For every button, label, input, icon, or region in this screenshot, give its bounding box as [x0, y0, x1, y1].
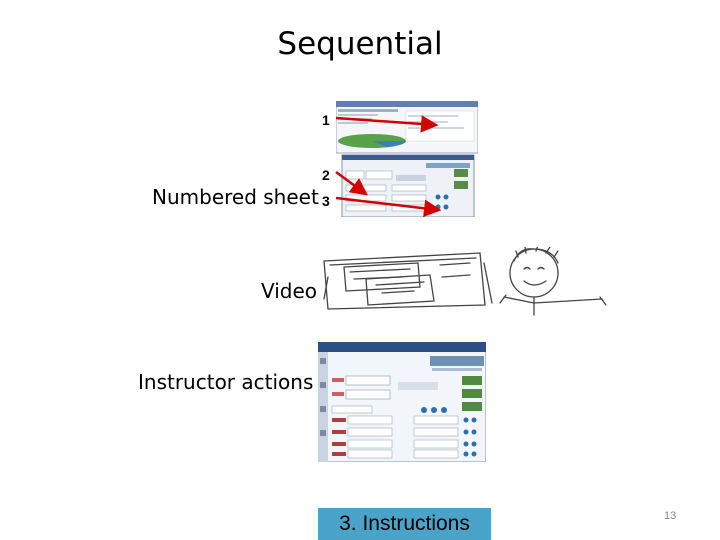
arrow-3: [336, 198, 439, 210]
instructor-actions-label: Instructor actions: [138, 370, 313, 394]
arrow-2: [336, 172, 366, 194]
video-sketch[interactable]: [320, 247, 610, 317]
video-label: Video: [261, 279, 317, 303]
instructor-screenshot[interactable]: [318, 342, 486, 462]
numbered-sheet-label: Numbered sheet: [152, 185, 319, 209]
page-number: 13: [664, 510, 676, 522]
slide-title: Sequential: [0, 26, 720, 62]
numbered-arrows: [326, 108, 456, 220]
section-label-box: 3. Instructions: [318, 508, 491, 540]
arrow-1: [336, 118, 436, 125]
